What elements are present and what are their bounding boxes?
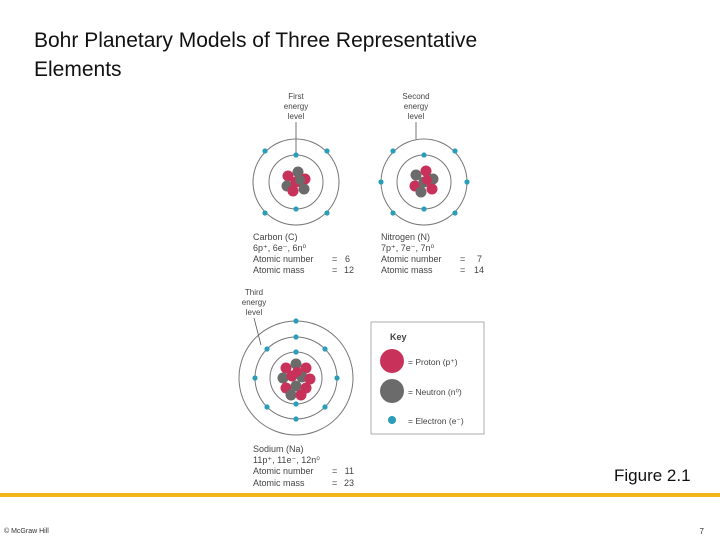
carbon-composition: 6p⁺, 6e⁻, 6n⁰ bbox=[253, 243, 307, 253]
sodium-atomic-mass: 23 bbox=[344, 478, 354, 488]
figure-label: Figure 2.1 bbox=[614, 466, 691, 485]
key-heading: Key bbox=[390, 332, 407, 342]
nitrogen-nucleus bbox=[409, 165, 439, 198]
key-neutron-label: = Neutron (n⁰) bbox=[408, 387, 462, 397]
carbon-electrons bbox=[262, 148, 330, 216]
carbon-atomic-number: 6 bbox=[345, 254, 350, 264]
footer-accent-bar bbox=[0, 493, 720, 497]
sodium-equals-2: = bbox=[332, 478, 337, 488]
sodium-level-label-2: energy bbox=[242, 298, 266, 307]
sodium-level-label-1: Third bbox=[245, 288, 263, 297]
nitrogen-level-label-2: energy bbox=[404, 102, 428, 111]
carbon-equals-2: = bbox=[332, 265, 337, 275]
neutron-icon bbox=[380, 379, 404, 403]
key-box: Key = Proton (p⁺) = Neutron (n⁰) = Elect… bbox=[370, 321, 485, 435]
carbon-level-label-2: energy bbox=[284, 102, 308, 111]
sodium-equals-1: = bbox=[332, 466, 337, 476]
nitrogen-atomic-mass: 14 bbox=[474, 265, 484, 275]
carbon-level-label-3: level bbox=[288, 112, 305, 121]
sodium-model: Third energy level bbox=[238, 288, 354, 488]
slide-title-line-2: Elements bbox=[34, 58, 122, 81]
sodium-atomic-number-label: Atomic number bbox=[253, 466, 314, 476]
sodium-composition: 11p⁺, 11e⁻, 12n⁰ bbox=[253, 455, 320, 465]
bohr-models-figure: First energy level Carbon (C) 6p⁺, 6e⁻, … bbox=[238, 92, 485, 488]
sodium-nucleus bbox=[277, 358, 316, 401]
sodium-atomic-mass-label: Atomic mass bbox=[253, 478, 305, 488]
nitrogen-level-label-3: level bbox=[408, 112, 425, 121]
carbon-atomic-mass: 12 bbox=[344, 265, 354, 275]
sodium-level-pointer bbox=[253, 317, 262, 346]
nitrogen-name: Nitrogen (N) bbox=[381, 232, 430, 242]
footer-copyright: © McGraw Hill bbox=[4, 528, 49, 535]
nitrogen-composition: 7p⁺, 7e⁻, 7n⁰ bbox=[381, 243, 435, 253]
nitrogen-atomic-number-label: Atomic number bbox=[381, 254, 442, 264]
sodium-level-label-3: level bbox=[246, 308, 263, 317]
sodium-name: Sodium (Na) bbox=[253, 444, 304, 454]
key-frame bbox=[370, 321, 485, 435]
page-number: 7 bbox=[699, 527, 704, 536]
carbon-equals-1: = bbox=[332, 254, 337, 264]
carbon-level-label-1: First bbox=[288, 92, 304, 101]
slide-title: Bohr Planetary Models of Three Represent… bbox=[34, 26, 634, 84]
key-electron-label: = Electron (e⁻) bbox=[408, 416, 464, 426]
carbon-name: Carbon (C) bbox=[253, 232, 298, 242]
carbon-orbit-2 bbox=[252, 138, 340, 226]
slide-title-line-1: Bohr Planetary Models of Three Represent… bbox=[34, 29, 478, 52]
sodium-electrons bbox=[252, 318, 340, 422]
nitrogen-electrons bbox=[378, 148, 470, 216]
carbon-model: First energy level Carbon (C) 6p⁺, 6e⁻, … bbox=[252, 92, 354, 275]
nitrogen-atomic-number: 7 bbox=[477, 254, 482, 264]
carbon-atomic-mass-label: Atomic mass bbox=[253, 265, 305, 275]
nitrogen-level-label-1: Second bbox=[402, 92, 429, 101]
proton-icon bbox=[380, 349, 404, 373]
nitrogen-model: Second energy level Nitrogen (N) 7p⁺, bbox=[378, 92, 484, 275]
sodium-atomic-number: 11 bbox=[345, 466, 354, 476]
electron-icon bbox=[388, 416, 396, 424]
nitrogen-equals-1: = bbox=[460, 254, 465, 264]
carbon-atomic-number-label: Atomic number bbox=[253, 254, 314, 264]
nitrogen-equals-2: = bbox=[460, 265, 465, 275]
nitrogen-atomic-mass-label: Atomic mass bbox=[381, 265, 433, 275]
key-proton-label: = Proton (p⁺) bbox=[408, 357, 458, 367]
carbon-nucleus bbox=[281, 166, 311, 197]
